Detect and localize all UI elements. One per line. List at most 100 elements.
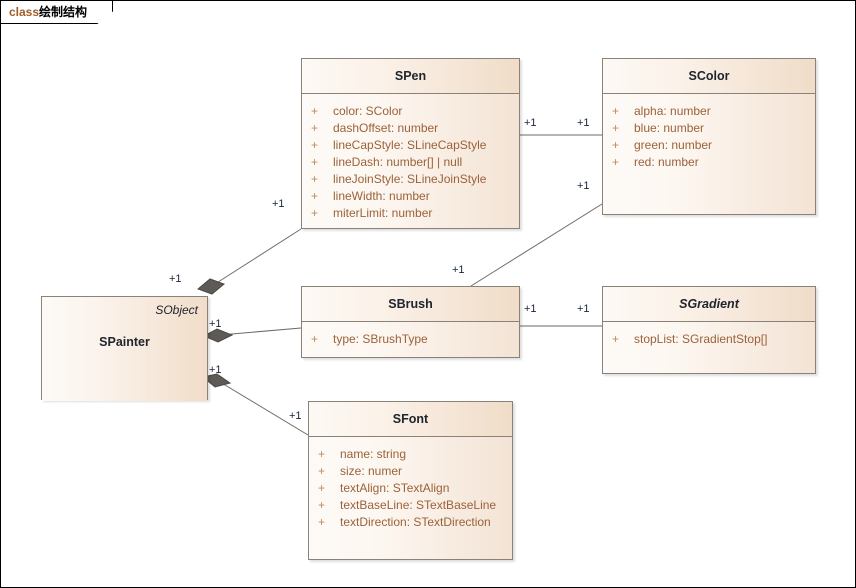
attribute-visibility: + (311, 121, 319, 135)
diamond-spainter-sfont (201, 373, 232, 388)
class-title-spainter: SPainter (99, 335, 150, 349)
attribute-text: stopList: SGradientStop[] (634, 332, 768, 346)
attribute-row: + size: numer (309, 463, 512, 480)
attribute-visibility: + (612, 104, 620, 118)
class-title-sfont: SFont (392, 412, 429, 426)
attribute-row: + lineWidth: number (302, 188, 519, 205)
attribute-visibility: + (311, 155, 319, 169)
attribute-row: + textBaseLine: STextBaseLine (309, 497, 512, 514)
class-header-sgradient: SGradient (603, 287, 815, 322)
diamond-spainter-spen (197, 278, 225, 295)
link-spainter-sfont (219, 381, 309, 436)
attribute-row: + dashOffset: number (302, 120, 519, 137)
diamond-spainter-sbrush (202, 328, 234, 343)
class-attributes-spen: + color: SColor + dashOffset: number + l… (302, 94, 519, 222)
attribute-visibility: + (318, 447, 326, 461)
link-spainter-spen (214, 228, 302, 285)
attribute-row: + lineJoinStyle: SLineJoinStyle (302, 171, 519, 188)
class-attributes-scolor: + alpha: number + blue: number + green: … (603, 94, 815, 171)
multiplicity-sbrush-scolor-target: +1 (577, 180, 590, 192)
attribute-visibility: + (318, 481, 326, 495)
attribute-row: + alpha: number (603, 103, 815, 120)
attribute-row: + blue: number (603, 120, 815, 137)
class-box-sfont[interactable]: SFont + name: string + size: numer + tex… (308, 401, 513, 560)
attribute-text: miterLimit: number (333, 206, 433, 220)
attribute-visibility: + (612, 138, 620, 152)
class-header-spen: SPen (302, 59, 519, 94)
attribute-row: + red: number (603, 154, 815, 171)
class-title-sgradient: SGradient (679, 297, 739, 311)
attribute-text: lineWidth: number (333, 189, 430, 203)
multiplicity-spainter-sbrush-source: +1 (209, 318, 222, 330)
attribute-visibility: + (612, 121, 620, 135)
multiplicity-spainter-sfont-source: +1 (209, 364, 222, 376)
attribute-text: lineCapStyle: SLineCapStyle (333, 138, 487, 152)
attribute-text: size: numer (340, 464, 403, 478)
link-spainter-sbrush (219, 327, 302, 336)
frame-keyword: class (9, 5, 40, 19)
class-title-spen: SPen (394, 69, 427, 83)
multiplicity-sbrush-scolor-source: +1 (452, 264, 465, 276)
class-box-sgradient[interactable]: SGradient + stopList: SGradientStop[] (602, 286, 816, 374)
attribute-row: + miterLimit: number (302, 205, 519, 222)
attribute-visibility: + (612, 332, 620, 346)
attribute-row: + lineDash: number[] | null (302, 154, 519, 171)
frame-name: 绘制结构 (39, 5, 88, 19)
class-stereotype-spainter: SObject (155, 303, 198, 317)
class-title-sbrush: SBrush (388, 297, 433, 311)
class-attributes-sbrush: + type: SBrushType (302, 322, 519, 348)
attribute-row: + stopList: SGradientStop[] (603, 331, 815, 348)
attribute-text: type: SBrushType (333, 332, 428, 346)
class-box-sbrush[interactable]: SBrush + type: SBrushType (301, 286, 520, 358)
attribute-visibility: + (311, 172, 319, 186)
attribute-row: + textDirection: STextDirection (309, 514, 512, 531)
multiplicity-sbrush-sgradient-target: +1 (577, 303, 590, 315)
attribute-row: + type: SBrushType (302, 331, 519, 348)
attribute-visibility: + (318, 515, 326, 529)
attribute-text: color: SColor (333, 104, 403, 118)
attribute-visibility: + (311, 332, 319, 346)
attribute-visibility: + (311, 104, 319, 118)
attribute-text: dashOffset: number (333, 121, 439, 135)
attribute-text: alpha: number (634, 104, 711, 118)
attribute-visibility: + (311, 189, 319, 203)
class-box-scolor[interactable]: SColor + alpha: number + blue: number + … (602, 58, 816, 215)
attribute-text: red: number (634, 155, 699, 169)
multiplicity-spen-scolor-source: +1 (524, 117, 537, 129)
multiplicity-spainter-spen-target: +1 (272, 198, 285, 210)
diagram-frame-tab: class绘制结构 (1, 1, 113, 24)
attribute-text: blue: number (634, 121, 705, 135)
diagram-frame-label: class绘制结构 (9, 4, 87, 20)
attribute-visibility: + (318, 498, 326, 512)
attribute-text: textDirection: STextDirection (340, 515, 491, 529)
link-sbrush-scolor (470, 203, 603, 287)
class-title-scolor: SColor (688, 69, 730, 83)
multiplicity-spainter-sfont-target: +1 (289, 410, 302, 422)
attribute-row: + color: SColor (302, 103, 519, 120)
attribute-text: lineDash: number[] | null (333, 155, 463, 169)
class-attributes-sfont: + name: string + size: numer + textAlign… (309, 437, 512, 531)
class-box-spen[interactable]: SPen + color: SColor + dashOffset: numbe… (301, 58, 520, 229)
attribute-text: textAlign: STextAlign (340, 481, 450, 495)
attribute-visibility: + (612, 155, 620, 169)
attribute-row: + textAlign: STextAlign (309, 480, 512, 497)
multiplicity-sbrush-sgradient-source: +1 (524, 303, 537, 315)
multiplicity-spainter-spen-source: +1 (169, 273, 182, 285)
class-header-sfont: SFont (309, 402, 512, 437)
class-header-spainter: SObject SPainter (42, 297, 207, 401)
class-header-scolor: SColor (603, 59, 815, 94)
class-attributes-sgradient: + stopList: SGradientStop[] (603, 322, 815, 348)
class-box-spainter[interactable]: SObject SPainter (41, 296, 208, 401)
attribute-visibility: + (318, 464, 326, 478)
attribute-row: + lineCapStyle: SLineCapStyle (302, 137, 519, 154)
attribute-text: lineJoinStyle: SLineJoinStyle (333, 172, 487, 186)
attribute-text: green: number (634, 138, 713, 152)
attribute-text: textBaseLine: STextBaseLine (340, 498, 497, 512)
class-header-sbrush: SBrush (302, 287, 519, 322)
attribute-visibility: + (311, 206, 319, 220)
attribute-row: + name: string (309, 446, 512, 463)
multiplicity-spen-scolor-target: +1 (577, 117, 590, 129)
attribute-text: name: string (340, 447, 407, 461)
